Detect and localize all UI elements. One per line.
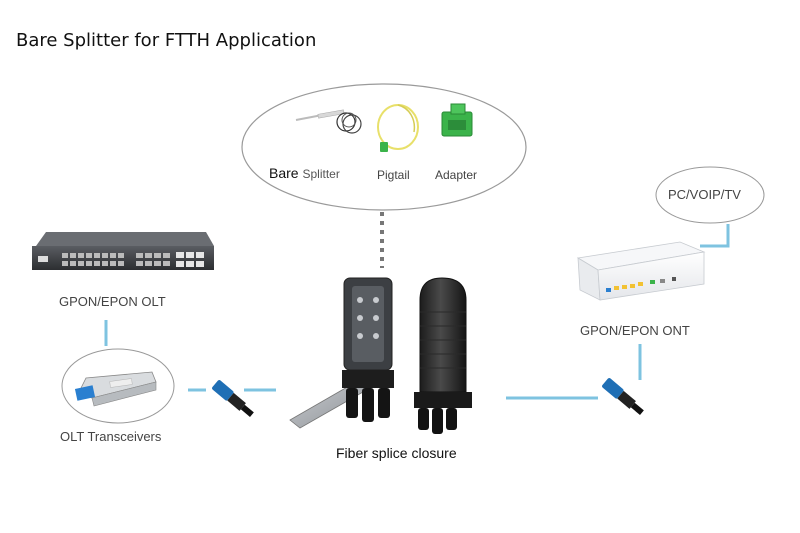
- terminal-label: PC/VOIP/TV: [668, 187, 741, 202]
- right-connector-image: [602, 378, 644, 416]
- pigtail-image: [377, 104, 419, 152]
- sfp-module-image: [74, 371, 157, 407]
- adapter-image: [441, 103, 473, 137]
- olt-device: [32, 232, 214, 270]
- olt-label: GPON/EPON OLT: [59, 294, 166, 309]
- terminal-ont-link: [700, 224, 730, 248]
- adapter-label: Adapter: [435, 168, 478, 182]
- ont-label: GPON/EPON ONT: [580, 323, 690, 338]
- pigtail-label: Pigtail: [377, 168, 410, 182]
- components-ellipse: [241, 83, 527, 211]
- transceivers-label: OLT Transceivers: [60, 429, 162, 444]
- closed-closure-image: [414, 277, 472, 434]
- opened-closure-image: [289, 277, 394, 429]
- bare-label-prefix: Bare: [269, 165, 299, 181]
- closure-label: Fiber splice closure: [336, 445, 457, 461]
- bare-splitter-image: [295, 109, 362, 134]
- bare-label-suffix: Splitter: [302, 167, 340, 181]
- bare-splitter-label: Bare Splitter: [269, 165, 340, 181]
- diagram-title: Bare Splitter for FTTH Application: [16, 30, 317, 51]
- ont-device: [576, 241, 706, 301]
- terminal-ellipse: [655, 166, 765, 224]
- left-connector-image: [212, 380, 254, 418]
